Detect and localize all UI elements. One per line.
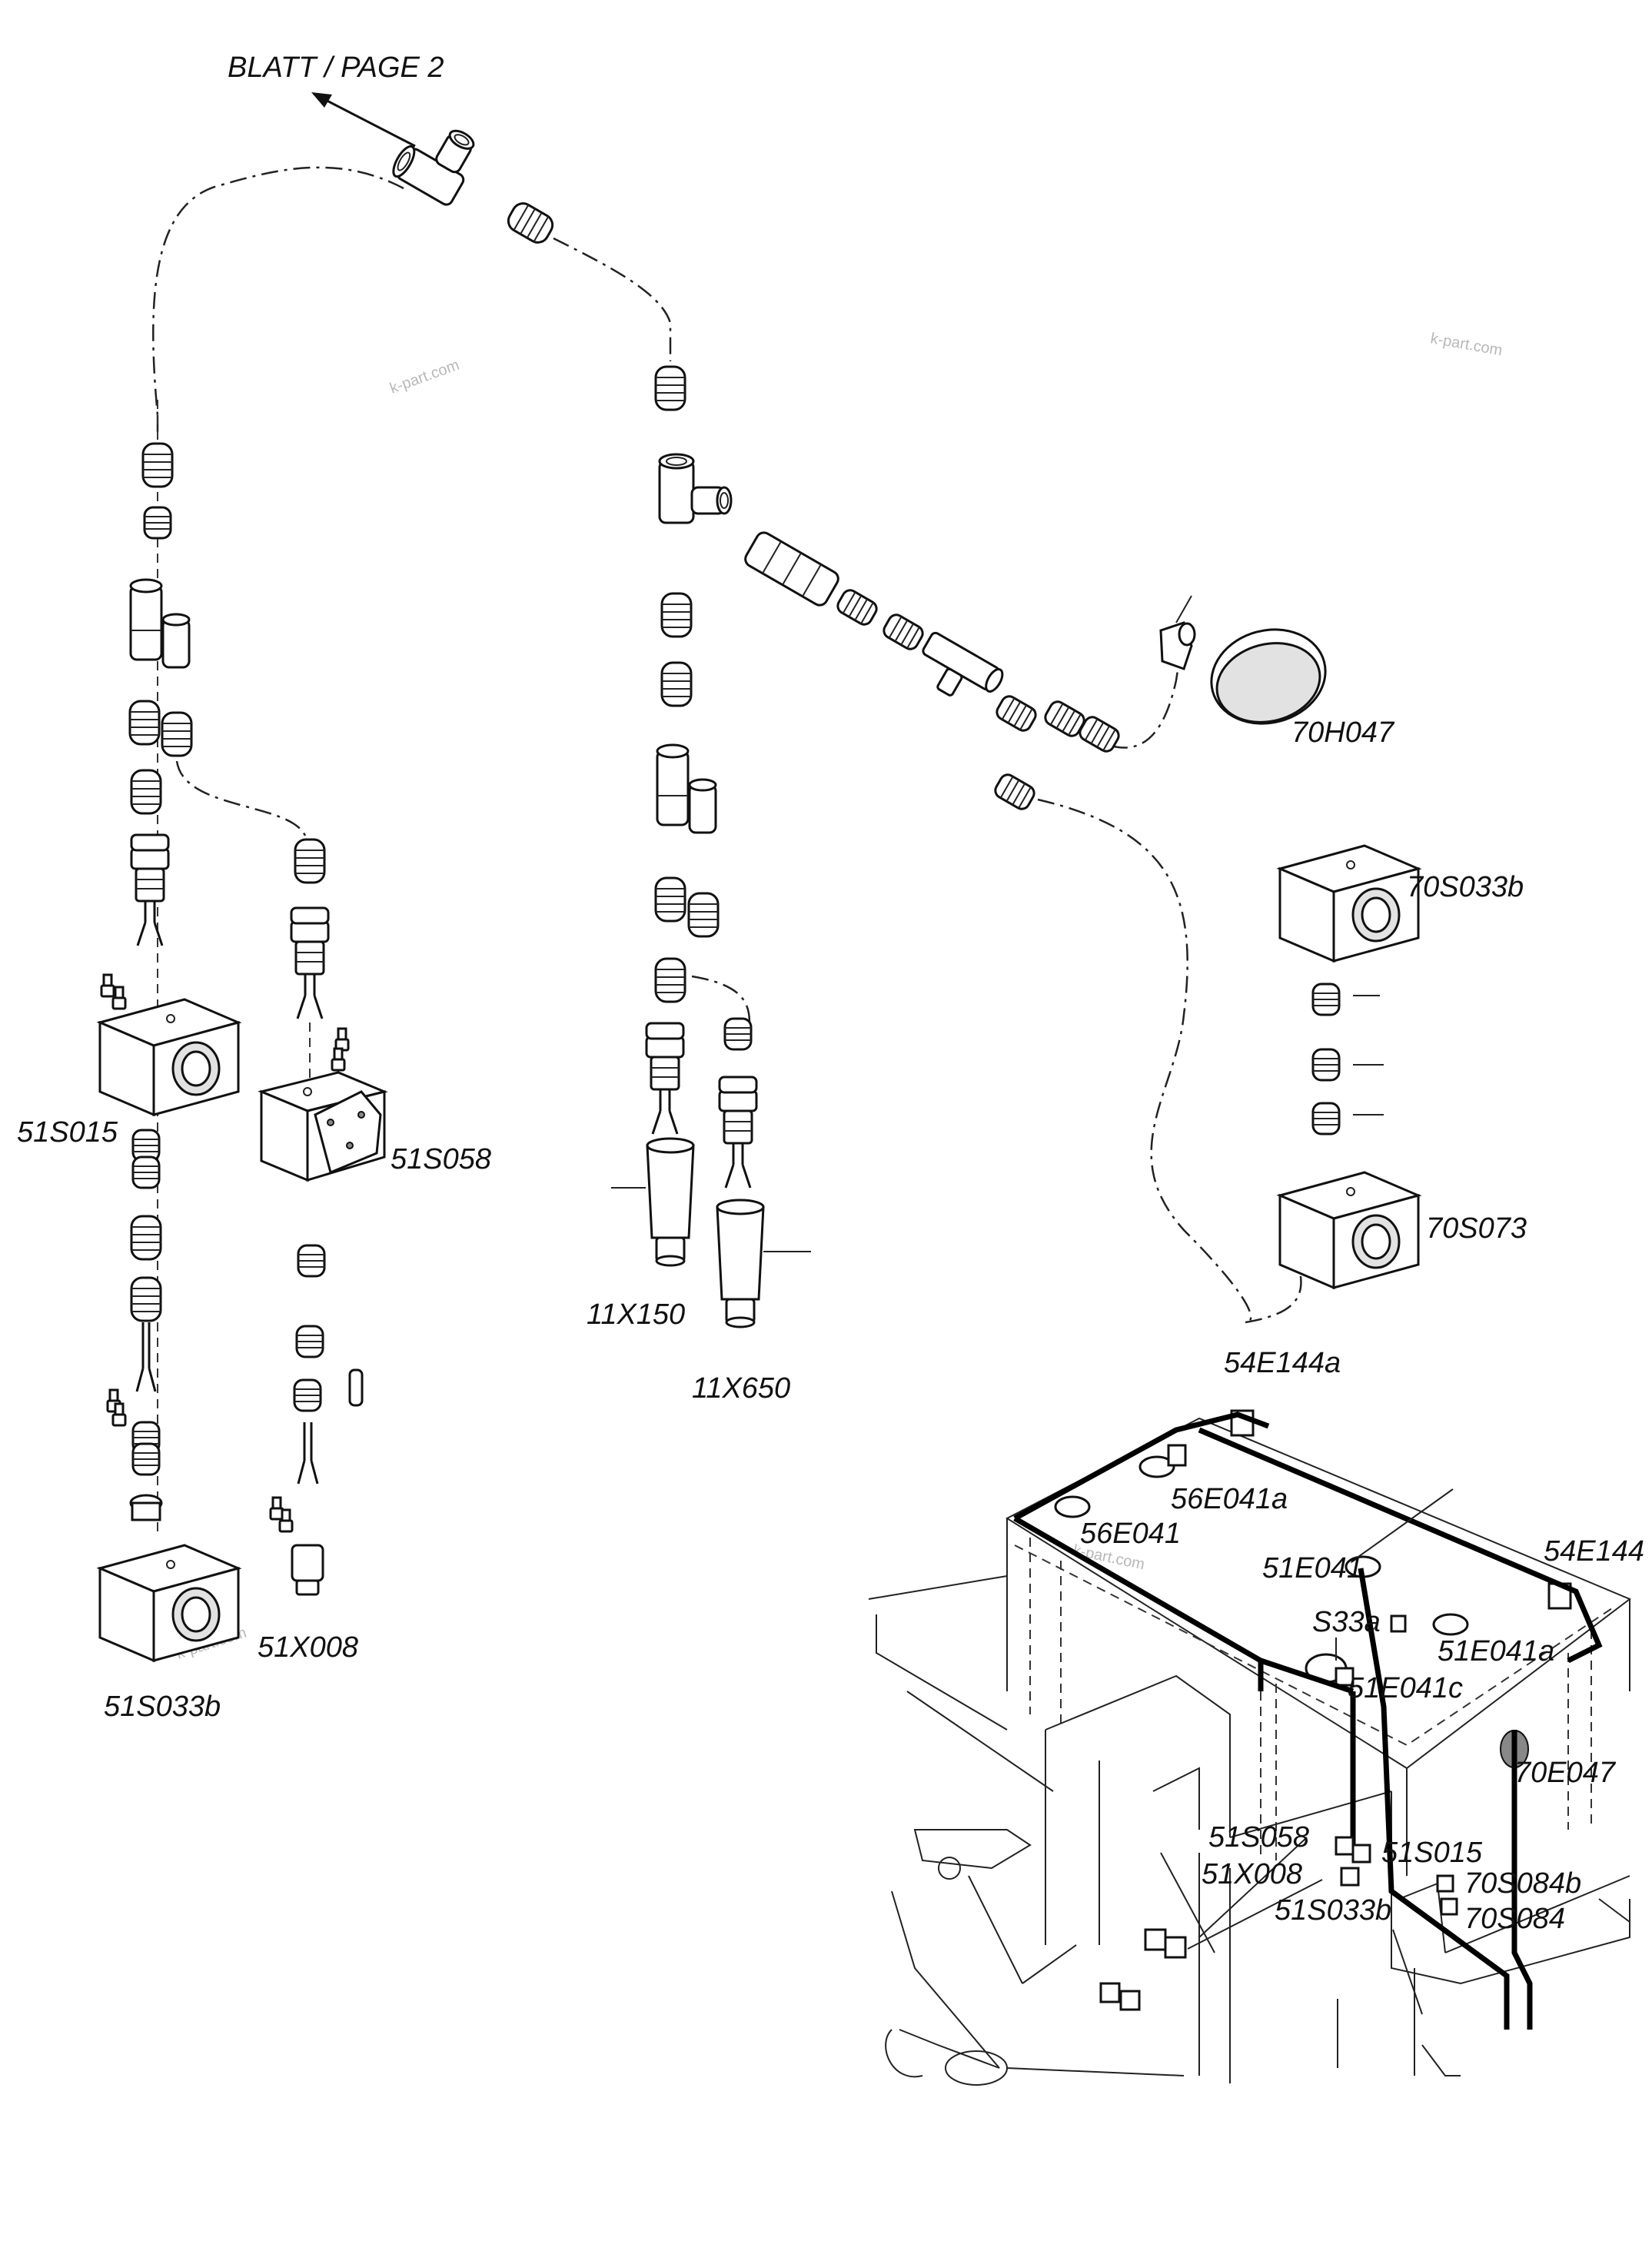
- loc-label-51S015: 51S015: [1381, 1837, 1483, 1869]
- loc-label-51X008: 51X008: [1202, 1858, 1302, 1890]
- hose-line-left: [152, 166, 404, 416]
- label-51S015: 51S015: [17, 1116, 118, 1149]
- label-51X008: 51X008: [258, 1631, 358, 1664]
- loc-label-51E041c: 51E041c: [1348, 1672, 1463, 1704]
- label-70S033b: 70S033b: [1407, 871, 1524, 903]
- loc-label-54E144: 54E144: [1544, 1535, 1644, 1568]
- top-tee-fitting: [388, 109, 486, 208]
- loc-label-54E144a: 54E144a: [1224, 1347, 1341, 1379]
- loc-label-51E041: 51E041: [1262, 1552, 1363, 1584]
- label-70H047: 70H047: [1291, 717, 1395, 749]
- hose-line-right: [553, 237, 672, 361]
- hose-line-right-long: [1037, 798, 1252, 1324]
- loc-label-70S084b: 70S084b: [1464, 1867, 1581, 1900]
- loc-label-70S084: 70S084: [1464, 1903, 1565, 1935]
- watermark-2: k-part.com: [1429, 330, 1504, 359]
- lamp-70H047-shape: [1210, 628, 1327, 725]
- lamp-branch-assembly: [744, 531, 1327, 813]
- loc-label-56E041: 56E041: [1080, 1518, 1181, 1550]
- loc-label-51E041a: 51E041a: [1438, 1635, 1554, 1667]
- hose-line-lamp: [1110, 630, 1185, 749]
- label-51S058: 51S058: [391, 1143, 491, 1175]
- label-11X650: 11X650: [692, 1372, 790, 1405]
- right-column-assembly: [1278, 844, 1420, 1289]
- hose-line-branch: [175, 760, 309, 846]
- label-51S033b: 51S033b: [104, 1691, 221, 1723]
- loc-label-51S033b: 51S033b: [1275, 1894, 1391, 1927]
- label-11X150: 11X150: [587, 1298, 685, 1331]
- top-coupling-nut: [503, 198, 558, 248]
- loc-label-51S058: 51S058: [1208, 1821, 1309, 1854]
- center-column-assembly: [611, 365, 811, 1328]
- hose-line-center-branch: [691, 975, 751, 1023]
- machine-outline-view: [868, 1409, 1631, 2086]
- page-arrow-line: [313, 92, 416, 148]
- label-70S073: 70S073: [1426, 1212, 1527, 1245]
- page-arrow-head: [311, 92, 332, 108]
- left-column-assembly: [98, 400, 240, 1662]
- loc-label-56E041a: 56E041a: [1171, 1483, 1288, 1515]
- hose-line-right-end: [1245, 1268, 1302, 1324]
- sheet-reference-label: BLATT / PAGE 2: [228, 52, 444, 84]
- watermark-1: k-part.com: [387, 357, 461, 397]
- loc-label-S33a: S33a: [1312, 1606, 1381, 1638]
- center-left-column-assembly: [258, 838, 388, 1596]
- elbow-fitting: [1159, 595, 1196, 670]
- loc-label-70E047: 70E047: [1514, 1757, 1617, 1789]
